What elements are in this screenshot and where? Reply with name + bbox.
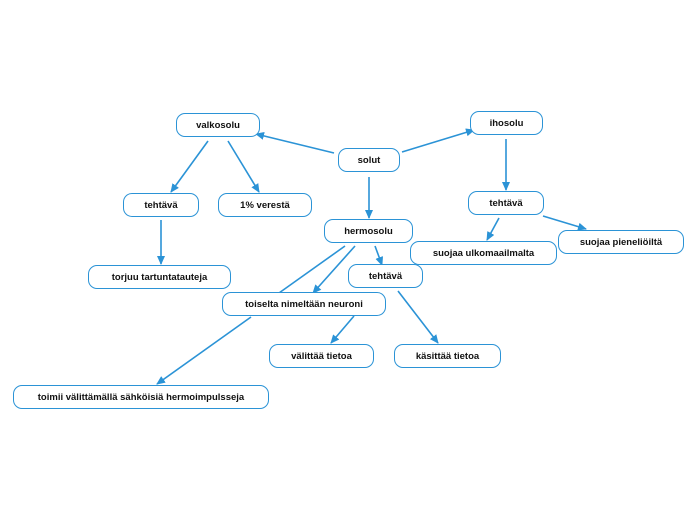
edge-hermosolu-neuroni [312, 245, 356, 294]
node-valkosolu-tehtava[interactable]: tehtävä [123, 193, 199, 217]
node-toimii[interactable]: toimii välittämällä sähköisiä hermoimpul… [13, 385, 269, 409]
node-pieneliot[interactable]: suojaa pieneliöiltä [558, 230, 684, 254]
edge-solut-valkosolu [255, 132, 335, 154]
edge-tehtava-kasittaa [397, 290, 439, 344]
edge-solut-ihosolu [401, 128, 475, 153]
node-solut[interactable]: solut [338, 148, 400, 172]
node-valkosolu[interactable]: valkosolu [176, 113, 260, 137]
edge-valkosolu-one-percent [227, 140, 260, 193]
edge-hermosolu-toimii [278, 245, 346, 294]
node-hermosolu-tehtava[interactable]: tehtävä [348, 264, 423, 288]
node-ulkomaailma[interactable]: suojaa ulkomaailmalta [410, 241, 557, 265]
node-kasittaa[interactable]: käsittää tietoa [394, 344, 501, 368]
node-one-percent[interactable]: 1% verestä [218, 193, 312, 217]
edge-neuroni-toimii [156, 316, 252, 385]
edge-ihosolu-tehtava-ulkomaailma [486, 217, 500, 241]
node-neuroni[interactable]: toiselta nimeltään neuroni [222, 292, 386, 316]
edge-hermosolu-tehtava [374, 245, 383, 266]
edge-valkosolu-tehtava [170, 140, 209, 193]
node-ihosolu-tehtava[interactable]: tehtävä [468, 191, 544, 215]
node-torjuu[interactable]: torjuu tartuntatauteja [88, 265, 231, 289]
node-hermosolu[interactable]: hermosolu [324, 219, 413, 243]
node-valittaa[interactable]: välittää tietoa [269, 344, 374, 368]
edge-ihosolu-tehtava-pieneliot [542, 215, 587, 231]
node-ihosolu[interactable]: ihosolu [470, 111, 543, 135]
edge-tehtava-valittaa [330, 315, 355, 344]
